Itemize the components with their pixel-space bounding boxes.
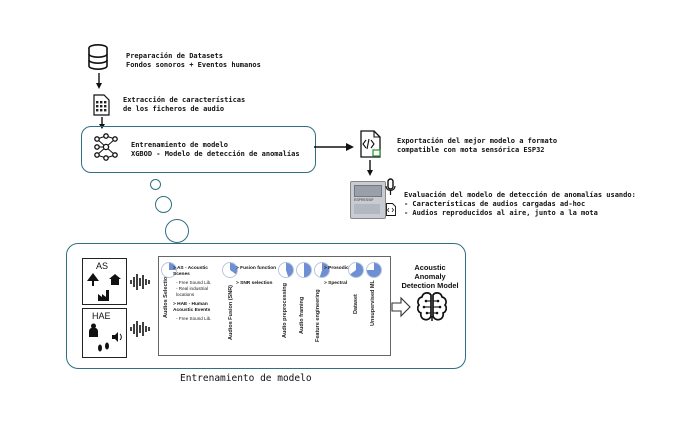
- as-box: AS: [82, 258, 127, 305]
- code-file-icon: [386, 203, 396, 216]
- arrow-right-icon: [391, 296, 411, 318]
- chip-label: ESPRESSIF: [354, 198, 374, 202]
- house-icon: [109, 274, 121, 285]
- document-grid-icon: [93, 94, 110, 116]
- prosodic-label: > Prosodic: [324, 266, 349, 271]
- step3-line2: XGBOD - Modelo de detección de anomalías: [131, 150, 300, 158]
- progress-pie: [366, 262, 382, 278]
- progress-pie: [278, 262, 294, 278]
- fusion-label: Audios Fusion (SNR): [228, 285, 234, 340]
- arrow-down-icon: [96, 73, 102, 89]
- hae-title: > HAE - Human Acoustic Events: [173, 302, 211, 313]
- evaluation-line2: - Características de audios cargadas ad-…: [404, 200, 586, 208]
- evaluation-line3: - Audios reproducidos al aire, junto a l…: [404, 209, 598, 217]
- person-icon: [89, 323, 98, 337]
- evaluation-line1: Evaluación del modelo de detección de an…: [404, 191, 636, 199]
- export-line1: Exportación del mejor modelo a formato: [397, 137, 558, 145]
- feature-eng-label: Feature engineering: [315, 289, 321, 342]
- hae-label: HAE: [92, 311, 111, 321]
- framing-label: Audio framing: [299, 296, 305, 334]
- model-title: Acoustic Anomaly Detection Model: [401, 263, 459, 290]
- neural-network-icon: [94, 133, 118, 161]
- footsteps-icon: [98, 342, 109, 352]
- export-line2: compatible con mota sensórica ESP32: [397, 146, 545, 154]
- code-file-icon: [360, 130, 381, 158]
- as-item: - Free Sound Lib.: [176, 280, 212, 285]
- esp32-chip: ESPRESSIF: [350, 181, 386, 219]
- arrow-right-icon: [314, 143, 354, 151]
- progress-pie: [161, 262, 177, 278]
- training-box: [81, 126, 316, 173]
- step2-line2: de los ficheros de audio: [123, 105, 225, 113]
- progress-pie: [348, 262, 364, 278]
- bubble-large: [165, 219, 189, 243]
- database-icon: [88, 44, 108, 70]
- sound-wave-icon: [130, 321, 150, 337]
- unsup-ml-label: Unsupervised ML: [370, 280, 376, 326]
- hae-box: HAE: [82, 308, 127, 358]
- hae-item: - Free Sound Lib.: [176, 316, 212, 321]
- bubble-medium: [155, 196, 172, 213]
- bubble-small: [150, 179, 161, 190]
- audio-selection-label: Audios Selection: [163, 273, 169, 318]
- progress-pie: [296, 262, 312, 278]
- spectral-label: > Spectral: [324, 281, 348, 286]
- step1-line1: Preparación de Datasets: [126, 52, 223, 60]
- step3-line1: Entrenamiento de modelo: [131, 141, 228, 149]
- microphone-icon: [385, 178, 396, 195]
- panel-caption: Entrenamiento de modelo: [180, 373, 312, 384]
- preprocessing-label: Audio preprocessing: [282, 282, 288, 338]
- fusion-title: > Fusion function: [236, 266, 277, 271]
- brain-circuit-icon: [417, 292, 447, 321]
- dataset-label: Dataset: [353, 294, 359, 314]
- as-item: - Real industrial locations: [176, 286, 208, 297]
- factory-icon: [98, 290, 109, 301]
- arrow-down-icon: [367, 160, 373, 176]
- snr-title: > SNR selection: [236, 281, 273, 286]
- as-label: AS: [96, 261, 109, 271]
- step2-line1: Extracción de características: [123, 96, 246, 104]
- as-title: > AS - Acoustic Scenes: [173, 266, 208, 277]
- step1-line2: Fondos sonoros + Eventos humanos: [126, 61, 261, 69]
- speaker-icon: [112, 332, 122, 342]
- detail-panel: [66, 243, 466, 369]
- progress-pie: [222, 262, 238, 278]
- sound-wave-icon: [130, 274, 150, 290]
- tree-icon: [87, 273, 99, 286]
- progress-pie: [314, 262, 330, 278]
